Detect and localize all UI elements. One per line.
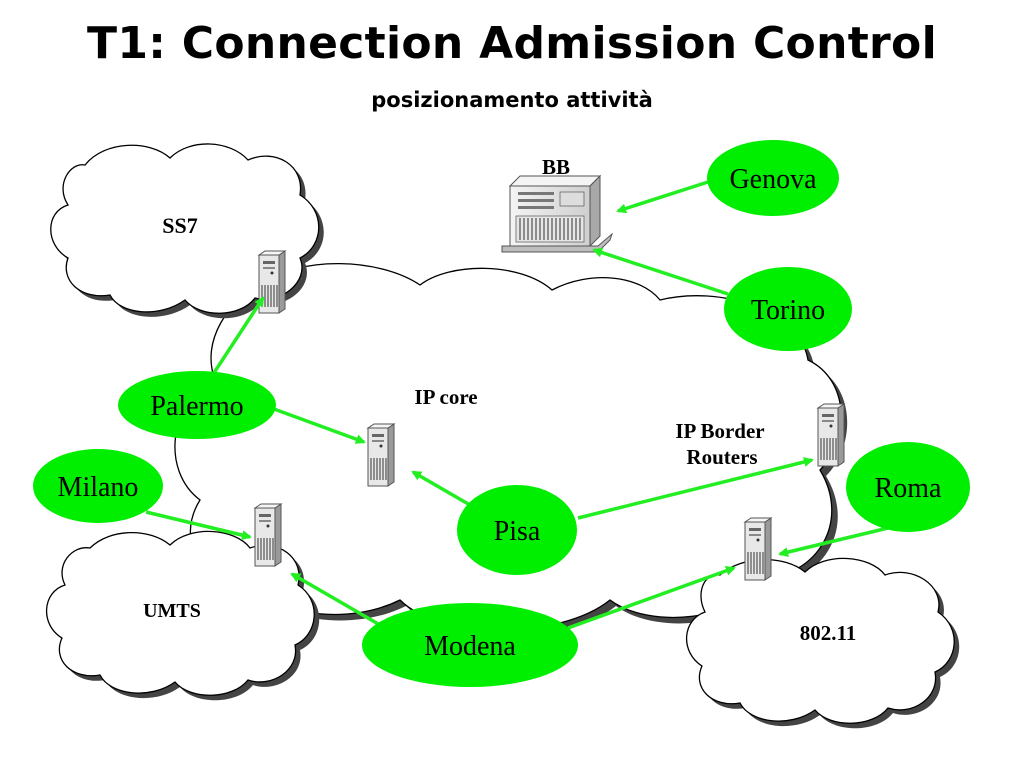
- umts-label: UMTS: [143, 600, 201, 622]
- ss7-label: SS7: [162, 213, 197, 238]
- ss7-gateway-server-icon: [258, 250, 286, 314]
- wifi-label: 802.11: [800, 621, 857, 645]
- slide-title: T1: Connection Admission Control: [87, 18, 937, 69]
- partner-milano-label: Milano: [58, 472, 139, 503]
- partner-palermo-label: Palermo: [150, 391, 243, 422]
- partner-milano: Milano: [33, 449, 163, 523]
- wifi-cloud: [685, 557, 960, 729]
- border-router-server-icon: [817, 403, 845, 467]
- partner-roma: Roma: [846, 442, 970, 532]
- partner-genova-label: Genova: [729, 164, 817, 195]
- ip-core-server-icon: [367, 423, 395, 487]
- arrow-roma-wifi: [778, 526, 889, 557]
- bb-label: BB: [542, 155, 570, 179]
- ip-core-cloud: [174, 262, 848, 636]
- slide-subtitle: posizionamento attività: [371, 88, 653, 112]
- partner-genova: Genova: [707, 140, 839, 216]
- arrow-modena-umts: [290, 572, 381, 627]
- wifi-gateway-server-icon: [744, 517, 772, 581]
- partner-roma-label: Roma: [875, 473, 942, 504]
- umts-gateway-server-icon: [254, 503, 282, 567]
- partner-torino: Torino: [724, 267, 852, 351]
- partner-palermo: Palermo: [118, 371, 276, 439]
- border-routers-label-line2: Routers: [686, 445, 757, 469]
- ss7-cloud: [50, 143, 324, 319]
- umts-cloud: [45, 530, 320, 701]
- partner-modena: Modena: [362, 603, 578, 687]
- arrow-palermo-ss7: [206, 296, 265, 383]
- arrow-genova-bb: [616, 180, 709, 214]
- arrow-palermo-ipcore: [273, 407, 366, 444]
- border-routers-label-line1: IP Border: [675, 419, 764, 443]
- partner-torino-label: Torino: [751, 295, 825, 326]
- arrow-pisa-ipcore: [411, 470, 471, 507]
- arrow-modena-wifi: [567, 566, 736, 630]
- arrow-milano-umts: [145, 510, 252, 540]
- partner-pisa: Pisa: [457, 485, 577, 575]
- bb-server-icon: [501, 174, 614, 253]
- arrow-pisa-border: [577, 457, 814, 520]
- partner-pisa-label: Pisa: [494, 516, 541, 547]
- ip-core-label: IP core: [414, 385, 477, 409]
- arrow-torino-bb: [592, 247, 729, 296]
- partner-modena-label: Modena: [424, 631, 516, 662]
